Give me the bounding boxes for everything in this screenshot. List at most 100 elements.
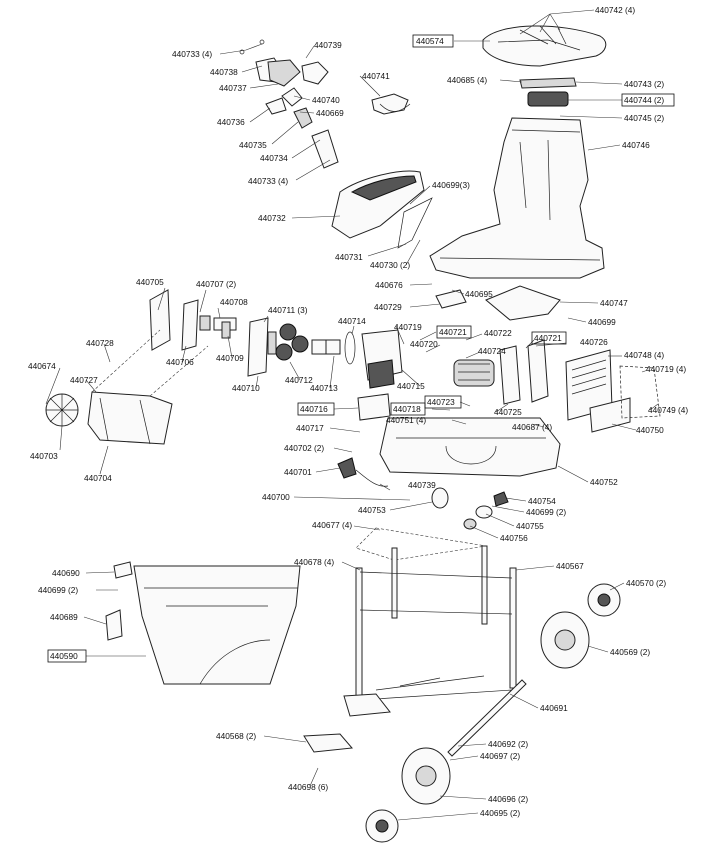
label-440734: 440734 xyxy=(260,153,288,163)
label-440689: 440689 xyxy=(50,612,78,622)
label-440574: 440574 xyxy=(416,36,444,46)
label-440756: 440756 xyxy=(500,533,528,543)
collector-440716 xyxy=(357,393,391,421)
label-440678: 440678 (4) xyxy=(294,557,334,567)
label-440749: 440749 (4) xyxy=(648,405,688,415)
label-440735: 440735 xyxy=(239,140,267,150)
label-440718: 440718 xyxy=(393,404,421,414)
label-440569: 440569 (2) xyxy=(610,647,650,657)
label-440590: 440590 xyxy=(50,651,78,661)
label-440750: 440750 xyxy=(636,425,664,435)
label-440709: 440709 xyxy=(216,353,244,363)
hopper-lid xyxy=(482,25,607,67)
motor-housing-440715 xyxy=(361,329,403,389)
label-440706: 440706 xyxy=(166,357,194,367)
label-440719-a: 440719 xyxy=(394,322,422,332)
label-440701: 440701 xyxy=(284,467,312,477)
label-440699-b: 440699 xyxy=(588,317,616,327)
label-440741: 440741 xyxy=(362,71,390,81)
label-440721-a: 440721 xyxy=(439,327,467,337)
wheel-440570 xyxy=(587,583,621,617)
label-440738: 440738 xyxy=(210,67,238,77)
label-440723: 440723 xyxy=(427,397,455,407)
label-440739-mid: 440739 xyxy=(408,480,436,490)
label-440567: 440567 xyxy=(556,561,584,571)
label-440737: 440737 xyxy=(219,83,247,93)
label-440742: 440742 (4) xyxy=(595,5,635,15)
label-440722: 440722 xyxy=(484,328,512,338)
label-440717: 440717 xyxy=(296,423,324,433)
label-440705: 440705 xyxy=(136,277,164,287)
label-440752: 440752 xyxy=(590,477,618,487)
label-440711: 440711 (3) xyxy=(268,305,308,315)
label-440699-d: 440699 (2) xyxy=(38,585,78,595)
label-440691: 440691 xyxy=(540,703,568,713)
label-440692: 440692 (2) xyxy=(488,739,528,749)
plate-440705 xyxy=(149,289,171,351)
label-440669: 440669 xyxy=(316,108,344,118)
label-440696: 440696 (2) xyxy=(488,794,528,804)
cord-440701 xyxy=(337,457,389,487)
wheel-440569 xyxy=(540,611,590,669)
label-440698: 440698 (6) xyxy=(288,782,328,792)
label-440721-b: 440721 xyxy=(534,333,562,343)
label-440715: 440715 xyxy=(397,381,425,391)
part-labels: 440742 (4) 440574 440685 (4) 440743 (2) … xyxy=(28,5,688,818)
label-440745: 440745 (2) xyxy=(624,113,664,123)
knob-440753 xyxy=(431,487,509,530)
fan-440703 xyxy=(45,393,79,427)
label-440677: 440677 (4) xyxy=(312,520,352,530)
label-440724: 440724 xyxy=(478,346,506,356)
spring-stack-440750 xyxy=(565,349,661,433)
bin-clip-440690 xyxy=(105,561,133,641)
label-440707: 440707 (2) xyxy=(196,279,236,289)
o-ring xyxy=(344,331,356,365)
motor-hood xyxy=(331,170,433,249)
label-440729: 440729 xyxy=(374,302,402,312)
label-440687: 440687 (4) xyxy=(512,422,552,432)
leader-lines xyxy=(45,9,659,821)
switch-cluster xyxy=(239,39,339,169)
label-440720: 440720 xyxy=(410,339,438,349)
label-440733-top: 440733 (4) xyxy=(172,49,212,59)
wheel-440695 xyxy=(365,809,399,843)
label-440754: 440754 xyxy=(528,496,556,506)
label-440736: 440736 xyxy=(217,117,245,127)
label-440747: 440747 xyxy=(600,298,628,308)
label-440710: 440710 xyxy=(232,383,260,393)
latch-hinge-part xyxy=(519,77,577,107)
label-440699-a: 440699(3) xyxy=(432,180,470,190)
label-440702: 440702 (2) xyxy=(284,443,324,453)
housing-440704 xyxy=(87,329,209,445)
label-440714: 440714 xyxy=(338,316,366,326)
bin-440590 xyxy=(133,565,301,685)
label-440728: 440728 xyxy=(86,338,114,348)
label-boxes xyxy=(47,34,675,663)
label-440733-bottom: 440733 (4) xyxy=(248,176,288,186)
label-440685: 440685 (4) xyxy=(447,75,487,85)
blade-disc-440710 xyxy=(247,317,277,377)
label-440568: 440568 (2) xyxy=(216,731,256,741)
label-440726: 440726 xyxy=(580,337,608,347)
label-440700: 440700 xyxy=(262,492,290,502)
label-440739-top: 440739 xyxy=(314,40,342,50)
label-440674: 440674 xyxy=(28,361,56,371)
base-440752 xyxy=(379,417,561,477)
label-440731: 440731 xyxy=(335,252,363,262)
rotor-440724 xyxy=(453,339,549,405)
label-440712: 440712 xyxy=(285,375,313,385)
label-440753: 440753 xyxy=(358,505,386,515)
label-440697: 440697 (2) xyxy=(480,751,520,761)
label-440708: 440708 xyxy=(220,297,248,307)
label-440719-b: 440719 (4) xyxy=(646,364,686,374)
label-440740: 440740 xyxy=(312,95,340,105)
wheel-440697 xyxy=(401,747,451,805)
foot-440568 xyxy=(303,693,391,753)
label-440704: 440704 xyxy=(84,473,112,483)
label-440748: 440748 (4) xyxy=(624,350,664,360)
label-440744: 440744 (2) xyxy=(624,95,664,105)
label-440703: 440703 xyxy=(30,451,58,461)
label-440725: 440725 xyxy=(494,407,522,417)
cutting-disk-stack xyxy=(181,299,237,351)
